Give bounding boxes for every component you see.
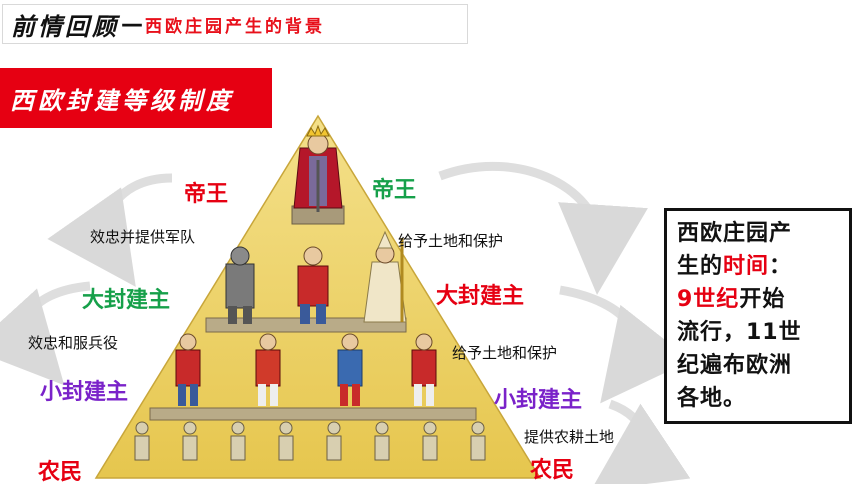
info-line-6: 各地。 (677, 386, 747, 411)
right-label-peasant: 农民 (530, 458, 575, 483)
note-grant-land-2: 给予土地和保护 (452, 344, 558, 362)
header-title: 前情回顾 (11, 11, 119, 41)
note-farmland: 提供农耕土地 (524, 428, 615, 446)
info-highlight-century: 9世纪 (677, 287, 740, 312)
left-label-peasant: 农民 (38, 460, 83, 485)
arrow-curve-low-right (590, 399, 691, 484)
arrow-curve-top-left (47, 173, 173, 287)
info-highlight-time: 时间 (723, 254, 770, 279)
info-line-2-b: ： (769, 254, 793, 279)
info-line-2-a: 生的 (677, 254, 724, 279)
header-dash: — (121, 11, 143, 37)
section-banner-text: 西欧封建等级制度 (10, 85, 234, 115)
right-label-small-lord: 小封建主 (494, 388, 583, 413)
note-loyalty-army: 效忠并提供军队 (90, 228, 196, 246)
left-label-great-lord: 大封建主 (82, 288, 171, 313)
right-label-emperor: 帝王 (372, 178, 417, 203)
header-title-bar: 前情回顾 — 西欧庄园产生的背景 (2, 4, 468, 44)
section-banner: 西欧封建等级制度 (0, 68, 272, 128)
header-subtitle: 西欧庄园产生的背景 (145, 16, 325, 37)
left-label-emperor: 帝王 (184, 182, 229, 207)
great-lords-row (205, 230, 407, 333)
info-line-3-b: 开始 (739, 287, 786, 312)
info-line-3: 9世纪开始 (677, 283, 839, 316)
small-lords-row (149, 333, 477, 421)
peasants-row (134, 421, 486, 461)
right-label-great-lord: 大封建主 (436, 284, 525, 309)
arrow-curve-mid-right (559, 285, 692, 404)
arrow-curve-mid-left (0, 281, 91, 386)
left-label-small-lord: 小封建主 (40, 380, 129, 405)
info-line-2: 生的时间： (677, 250, 839, 283)
info-line-1: 西欧庄园产 (677, 221, 793, 246)
king-figure (291, 124, 345, 225)
arrow-curve-top-right (438, 161, 648, 295)
note-grant-land-1: 给予土地和保护 (398, 232, 504, 250)
note-loyalty-service: 效忠和服兵役 (28, 334, 119, 352)
info-line-5: 纪遍布欧洲 (677, 353, 793, 378)
info-box: 西欧庄园产 生的时间： 9世纪开始 流行，11世 纪遍布欧洲 各地。 (664, 208, 852, 424)
info-line-4: 流行，11世 (677, 320, 802, 345)
